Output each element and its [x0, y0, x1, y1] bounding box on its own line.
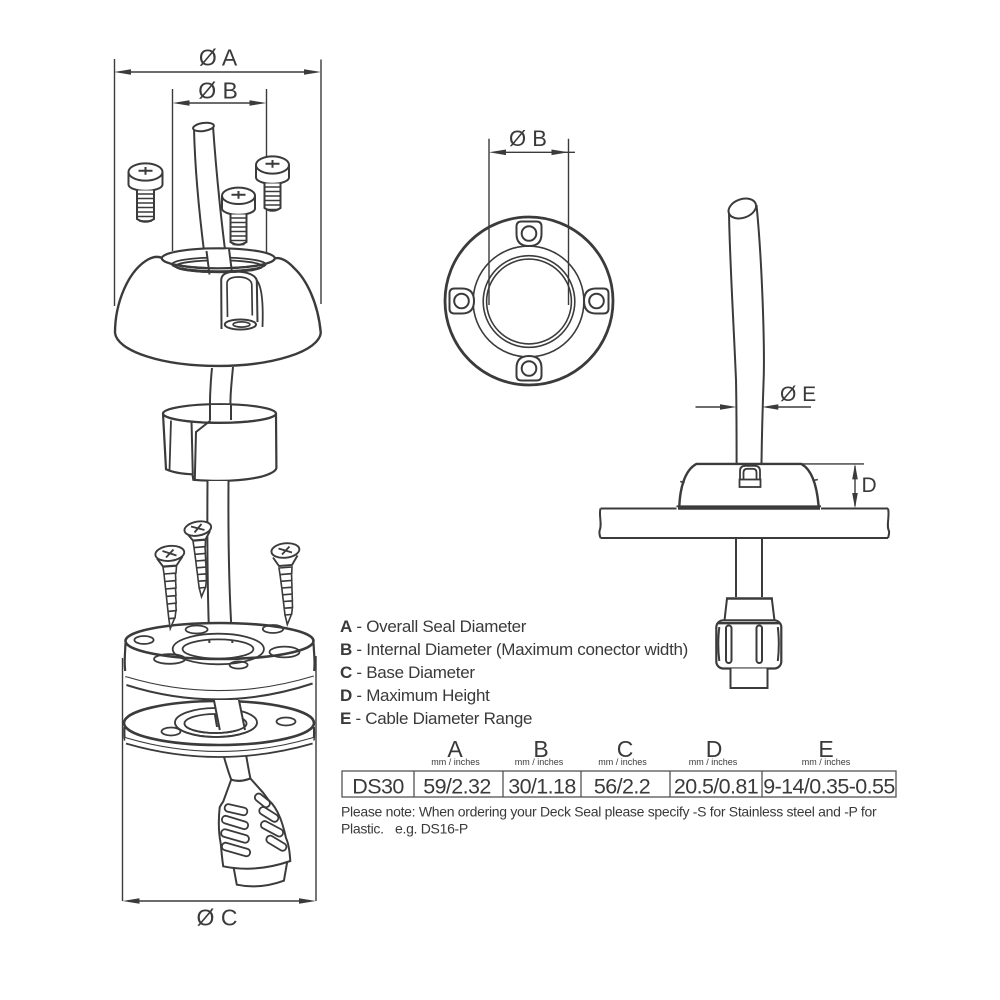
svg-text:Please note: When ordering you: Please note: When ordering your Deck Sea… [341, 804, 877, 820]
svg-text:mm / inches: mm / inches [515, 757, 564, 767]
svg-text:C: C [617, 736, 634, 762]
svg-text:Ø B: Ø B [509, 126, 547, 151]
svg-text:B: B [533, 736, 548, 762]
svg-text:D: D [862, 474, 877, 497]
svg-text:Plastic.: Plastic. [341, 821, 384, 837]
svg-text:A - Overall Seal Diameter: A - Overall Seal Diameter [340, 617, 527, 636]
svg-text:59/2.32: 59/2.32 [423, 775, 491, 799]
svg-text:mm / inches: mm / inches [689, 757, 738, 767]
svg-text:Ø A: Ø A [199, 45, 238, 71]
svg-text:E - Cable Diameter Range: E - Cable Diameter Range [340, 709, 532, 728]
svg-text:9-14/0.35-0.55: 9-14/0.35-0.55 [763, 775, 895, 799]
svg-text:mm / inches: mm / inches [431, 757, 480, 767]
svg-text:B - Internal Diameter (Maximum: B - Internal Diameter (Maximum conector … [340, 640, 688, 659]
svg-text:mm / inches: mm / inches [598, 757, 647, 767]
svg-text:Ø C: Ø C [197, 905, 238, 931]
svg-text:mm / inches: mm / inches [802, 757, 851, 767]
svg-text:e.g. DS16-P: e.g. DS16-P [395, 821, 468, 837]
svg-text:C - Base Diameter: C - Base Diameter [340, 663, 475, 682]
svg-text:20.5/0.81: 20.5/0.81 [674, 775, 758, 799]
svg-text:D - Maximum Height: D - Maximum Height [340, 686, 490, 705]
svg-text:A: A [447, 736, 463, 762]
svg-text:Ø B: Ø B [198, 78, 238, 104]
svg-text:DS30: DS30 [352, 775, 404, 799]
svg-text:56/2.2: 56/2.2 [594, 775, 650, 799]
svg-text:Ø E: Ø E [780, 383, 816, 406]
svg-text:30/1.18: 30/1.18 [508, 775, 576, 799]
svg-text:D: D [706, 736, 723, 762]
svg-text:E: E [818, 736, 833, 762]
